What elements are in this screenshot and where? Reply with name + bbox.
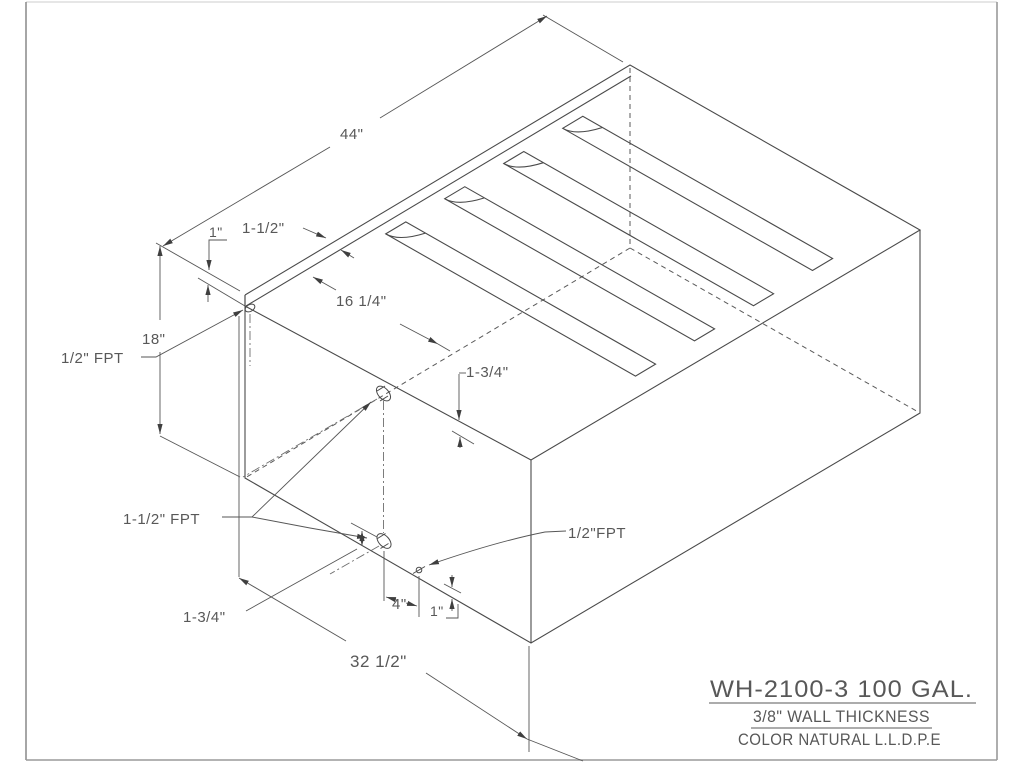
extension-lines bbox=[155, 14, 624, 752]
top-corner-fitting bbox=[244, 303, 256, 313]
title-model: WH-2100-3 100 GAL. bbox=[710, 676, 973, 703]
top-slots bbox=[384, 115, 834, 377]
dim-slot-offset: 16 1/4" bbox=[336, 293, 387, 310]
lower-side-fitting bbox=[376, 533, 392, 549]
label-side-fittings: 1-1/2" FPT bbox=[123, 511, 200, 528]
leader-lines bbox=[141, 309, 567, 566]
hidden-edges bbox=[244, 68, 921, 479]
dim-lip-height: 1" bbox=[209, 224, 223, 240]
dim-drain-spacing: 4" bbox=[392, 596, 407, 613]
upper-side-fitting bbox=[375, 385, 392, 402]
dim-drain-height: 1" bbox=[430, 603, 444, 619]
dim-lower-fitting-offset: 1-3/4" bbox=[183, 609, 226, 626]
dim-upper-fitting-offset: 1-3/4" bbox=[466, 364, 509, 381]
tank-body bbox=[244, 64, 922, 644]
title-wall-thickness: 3/8" WALL THICKNESS bbox=[753, 707, 930, 726]
title-block: WH-2100-3 100 GAL. 3/8" WALL THICKNESS C… bbox=[709, 676, 976, 749]
dim-length: 44" bbox=[340, 126, 364, 143]
dim-height: 18" bbox=[142, 331, 166, 348]
drain-fitting bbox=[415, 566, 423, 574]
sheet-border bbox=[25, 1, 998, 761]
dimension-lines bbox=[157, 15, 584, 762]
dim-width: 32 1/2" bbox=[350, 652, 407, 671]
dimension-texts: 44" 18" 1" 1-1/2" 16 1/4" 1-3/4" 1/2" FP… bbox=[61, 126, 626, 671]
dim-lip-width: 1-1/2" bbox=[242, 220, 285, 237]
title-material: COLOR NATURAL L.L.D.P.E bbox=[738, 730, 941, 749]
label-drain-fitting: 1/2"FPT bbox=[568, 525, 626, 542]
label-top-fitting: 1/2" FPT bbox=[61, 350, 124, 367]
fittings bbox=[242, 303, 426, 575]
